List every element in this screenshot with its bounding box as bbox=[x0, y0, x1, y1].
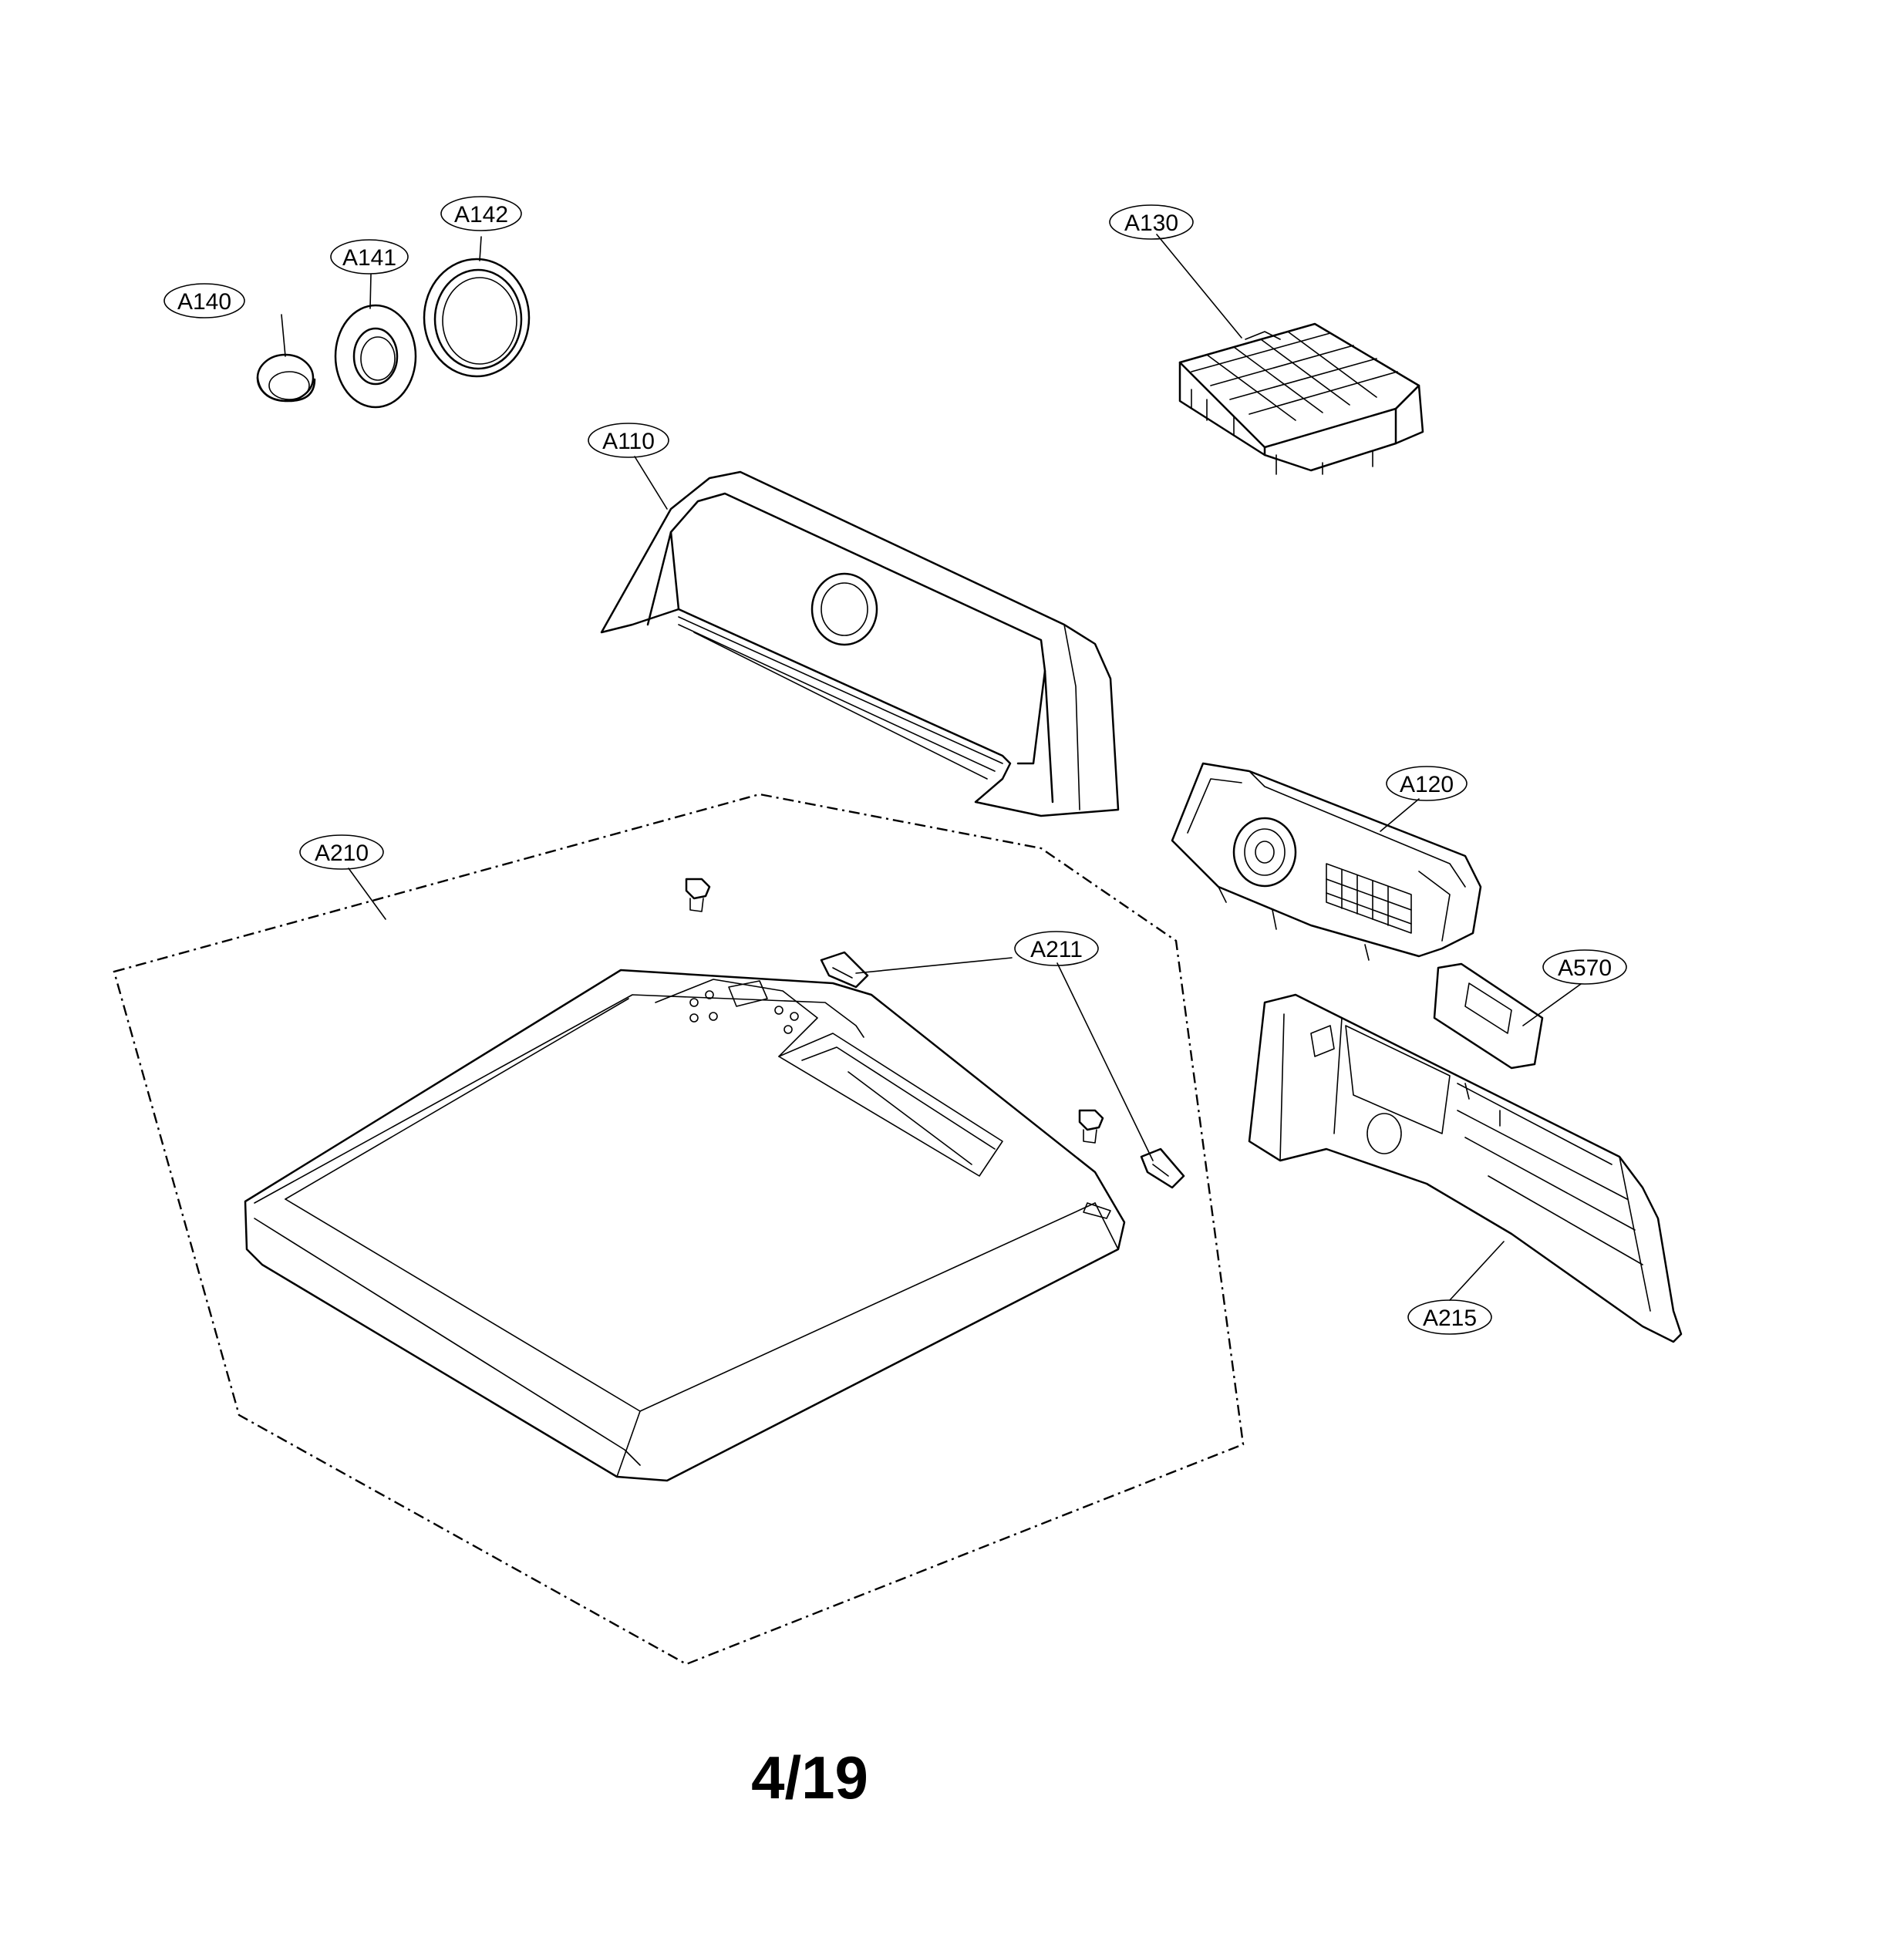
callout-a110: A110 bbox=[588, 423, 669, 458]
callout-a211: A211 bbox=[1014, 931, 1099, 966]
bumper-right bbox=[1078, 1109, 1104, 1144]
part-a130-filter-box bbox=[1178, 322, 1424, 475]
callout-label: A140 bbox=[177, 289, 231, 315]
part-a211-hinge-upper bbox=[820, 951, 869, 989]
callout-label: A141 bbox=[342, 245, 396, 271]
callout-a570: A570 bbox=[1542, 949, 1627, 985]
part-a211-hinge-lower bbox=[1140, 1147, 1185, 1189]
callout-a130: A130 bbox=[1109, 204, 1194, 240]
callout-a120: A120 bbox=[1386, 766, 1468, 801]
callout-label: A130 bbox=[1124, 211, 1178, 236]
part-a120-control-board bbox=[1171, 762, 1482, 961]
callout-a215: A215 bbox=[1407, 1299, 1492, 1335]
part-a141-bezel-ring bbox=[334, 304, 417, 409]
callout-a141: A141 bbox=[330, 239, 409, 275]
callout-label: A210 bbox=[315, 841, 369, 866]
callout-a142: A142 bbox=[440, 196, 522, 231]
callout-a210: A210 bbox=[299, 834, 384, 870]
callout-label: A110 bbox=[602, 429, 655, 454]
leader-lines bbox=[281, 234, 1582, 1301]
callout-label: A215 bbox=[1423, 1306, 1477, 1331]
assembly-boundary bbox=[113, 793, 1245, 1666]
callout-label: A120 bbox=[1400, 772, 1454, 797]
callout-a140: A140 bbox=[163, 283, 245, 318]
part-a215-rear-panel bbox=[1248, 993, 1683, 1343]
part-a210-lid-assembly bbox=[113, 793, 1245, 1666]
callout-label: A142 bbox=[454, 202, 508, 227]
callout-label: A570 bbox=[1558, 955, 1612, 981]
part-a140-knob-cap bbox=[256, 353, 316, 403]
callout-label: A211 bbox=[1030, 937, 1083, 962]
part-a142-knob-ring bbox=[423, 258, 531, 378]
part-a570-bracket bbox=[1433, 962, 1544, 1070]
bumper-left bbox=[685, 878, 711, 912]
page-number: 4/19 bbox=[751, 1744, 868, 1811]
part-a110-control-panel-housing bbox=[600, 470, 1120, 817]
